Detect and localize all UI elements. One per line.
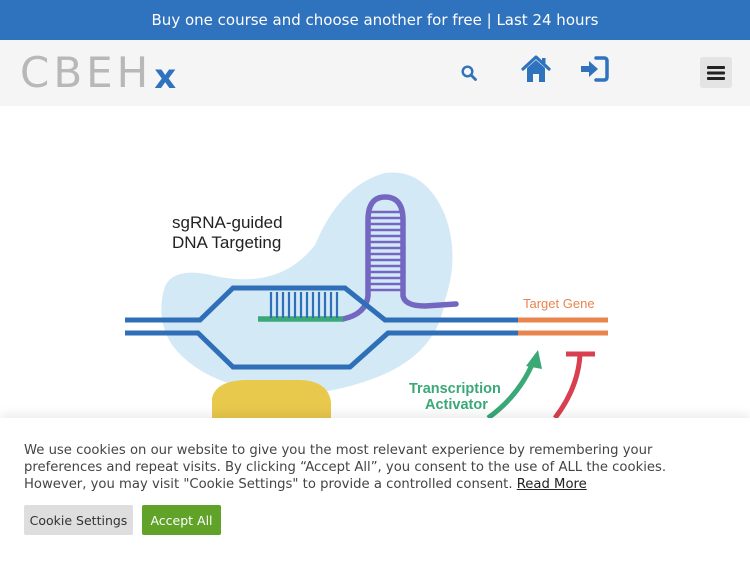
dcas9-blob xyxy=(161,172,453,394)
activation-arrowhead xyxy=(526,350,542,369)
search-button[interactable] xyxy=(458,62,480,84)
activator-label-line1: Transcription xyxy=(409,381,501,397)
dna-bottom-strand xyxy=(125,330,518,370)
site-header xyxy=(0,40,750,106)
site-logo[interactable]: CBEH x xyxy=(20,48,176,98)
home-icon xyxy=(521,55,551,82)
dna-top-strand xyxy=(125,285,518,323)
hero-title-line1: sgRNA-guided xyxy=(172,213,283,232)
target-gene-label: Target Gene xyxy=(523,296,595,311)
login-icon xyxy=(581,56,609,82)
logo-wordmark: CBEH xyxy=(20,48,153,97)
cookie-settings-button[interactable]: Cookie Settings xyxy=(24,505,133,535)
home-button[interactable] xyxy=(520,54,552,84)
menu-button[interactable] xyxy=(700,57,732,88)
login-button[interactable] xyxy=(578,54,610,84)
base-pair-rungs xyxy=(269,292,339,318)
cookie-consent-banner: We use cookies on our website to give yo… xyxy=(0,418,750,563)
menu-icon xyxy=(707,65,725,80)
accept-all-button[interactable]: Accept All xyxy=(142,505,221,535)
repression-arrow xyxy=(553,354,583,418)
hero-illustration: Target Gene sgRNA-guided DNA Targeting T… xyxy=(125,172,608,418)
logo-accent: x xyxy=(154,57,177,97)
activator-label-line2: Activator xyxy=(425,397,488,413)
sgrna-stem-rungs xyxy=(370,210,401,292)
activator-blob xyxy=(212,380,331,418)
promo-text: Buy one course and choose another for fr… xyxy=(151,11,599,29)
promo-banner[interactable]: Buy one course and choose another for fr… xyxy=(0,0,750,40)
read-more-link[interactable]: Read More xyxy=(516,477,587,492)
search-icon xyxy=(461,65,477,81)
hero-title-line2: DNA Targeting xyxy=(172,233,281,252)
cookie-message: We use cookies on our website to give yo… xyxy=(24,443,667,492)
